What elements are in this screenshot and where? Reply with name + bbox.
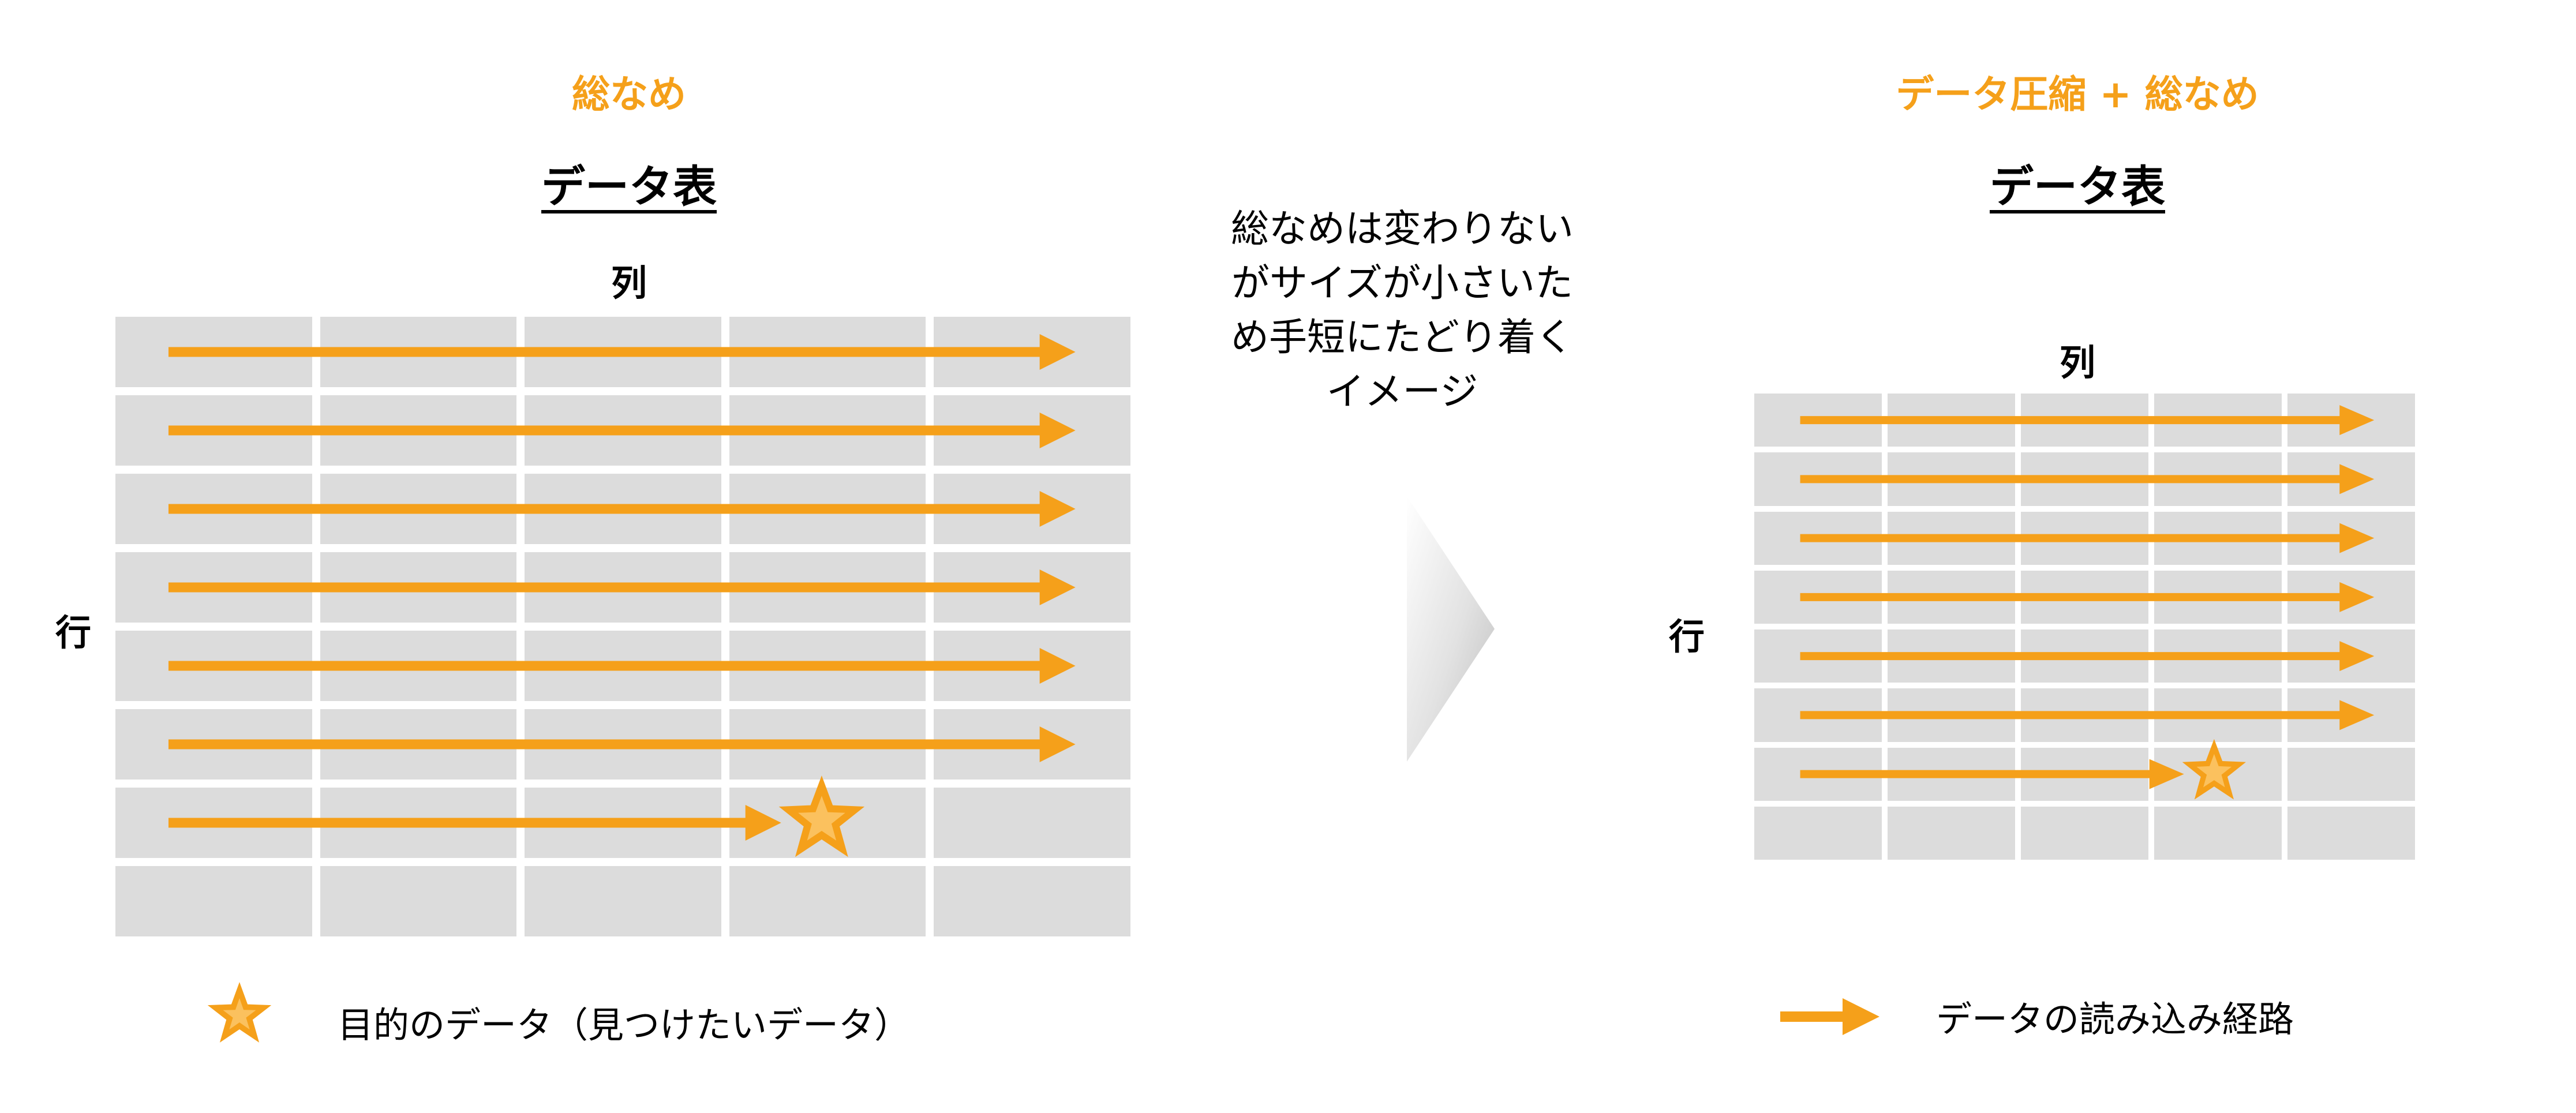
right-arrow-head xyxy=(2339,405,2375,436)
left-arrow-head xyxy=(1039,334,1076,370)
right-arrow-shaft xyxy=(1800,652,2341,661)
right-cell xyxy=(1888,806,2015,860)
left-row-label: 行 xyxy=(55,612,92,654)
right-target-star-inner xyxy=(2196,754,2232,788)
middle-explanation: 総なめは変わりない がサイズが小さいた め手短にたどり着く イメージ xyxy=(1189,202,1616,419)
right-arrow-shaft xyxy=(1800,475,2341,484)
right-arrow-head xyxy=(2339,523,2375,553)
right-arrow-shaft xyxy=(1800,416,2341,425)
right-arrow-shaft xyxy=(1800,711,2341,719)
left-cell xyxy=(729,866,926,936)
legend-arrow-label: データの読み込み経路 xyxy=(1936,998,2294,1040)
left-arrow-shaft xyxy=(168,504,1041,514)
right-cell xyxy=(2287,747,2415,801)
right-arrow-shaft xyxy=(1800,534,2341,542)
right-arrow-head xyxy=(2339,582,2375,612)
legend-arrow-icon xyxy=(1780,998,1879,1035)
left-target-star-inner xyxy=(798,796,845,841)
right-cell xyxy=(2021,806,2148,860)
middle-line-4: イメージ xyxy=(1326,369,1478,414)
right-column-label: 列 xyxy=(2059,342,2095,384)
left-column-label: 列 xyxy=(611,262,647,304)
legend-star-icon xyxy=(207,982,272,1043)
right-table-title: データ表 xyxy=(1990,161,2165,212)
left-cell xyxy=(320,866,517,936)
left-arrow-shaft xyxy=(168,582,1041,593)
transition-arrow-icon xyxy=(1407,496,1495,762)
left-data-table xyxy=(115,317,1130,936)
right-cell xyxy=(2287,806,2415,860)
right-arrow-shaft xyxy=(1800,770,2151,778)
left-cell xyxy=(115,866,312,936)
right-cell xyxy=(1754,806,1882,860)
left-arrow-shaft xyxy=(168,347,1041,357)
left-heading: 総なめ xyxy=(572,72,686,117)
left-arrow-head xyxy=(1039,648,1076,684)
right-arrow-head xyxy=(2339,641,2375,672)
left-arrow-head xyxy=(1039,413,1076,448)
left-arrow-shaft xyxy=(168,739,1041,750)
right-arrow-head xyxy=(2149,759,2184,789)
left-arrow-head xyxy=(1039,491,1076,527)
middle-line-1: 総なめは変わりない xyxy=(1231,207,1574,251)
middle-line-3: め手短にたどり着く xyxy=(1231,315,1574,359)
left-cell xyxy=(934,866,1130,936)
left-arrow-shaft xyxy=(168,425,1041,436)
left-arrow-head xyxy=(1039,569,1076,605)
left-table-title: データ表 xyxy=(541,161,717,212)
right-row-label: 行 xyxy=(1669,616,1705,658)
left-cell xyxy=(525,866,721,936)
right-heading: データ圧縮 + 総なめ xyxy=(1896,72,2259,117)
right-arrow-head xyxy=(2339,464,2375,494)
right-cell xyxy=(2154,806,2282,860)
right-arrow-head xyxy=(2339,700,2375,730)
right-arrow-shaft xyxy=(1800,593,2341,601)
left-cell xyxy=(934,788,1130,858)
left-arrow-head xyxy=(745,805,781,841)
left-arrow-shaft xyxy=(168,661,1041,671)
middle-line-2: がサイズが小さいた xyxy=(1231,261,1574,305)
left-arrow-head xyxy=(1039,726,1076,762)
legend-star-label: 目的のデータ（見つけたいデータ） xyxy=(338,1004,911,1046)
left-arrow-shaft xyxy=(168,818,747,828)
